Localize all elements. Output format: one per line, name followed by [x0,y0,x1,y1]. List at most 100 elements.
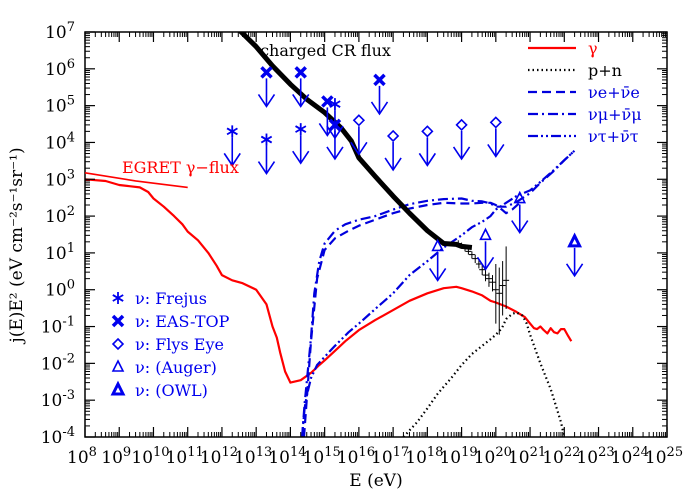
tick-base: 10 [508,448,530,468]
limit-point-1 [370,73,389,116]
plot-content [85,32,584,437]
limit-point-2 [487,116,505,158]
limit-point-1 [257,66,276,108]
tick-base: 10 [131,448,153,468]
axis-ticks [84,31,668,438]
tick-exponent: 13 [256,445,273,460]
data-cross [496,267,503,335]
limit-arrow-head [326,146,344,161]
data-cross [465,248,472,255]
legend-limit-label-2: ν: Flys Eye [135,335,224,354]
limit-arrow-head [257,161,276,175]
limit-arrow-head [418,152,437,167]
limit-point-0 [257,133,276,175]
marker-stroke [226,127,238,136]
limit-arrow-head [476,256,495,271]
x-tick-label: 1017 [371,445,409,468]
tick-exponent: 22 [564,445,581,460]
legend-marker-4 [110,380,126,396]
marker-shape [513,190,527,204]
marker-shape [352,114,366,127]
tick-exponent: -4 [62,425,75,440]
egret-line [84,171,188,189]
tick-exponent: -3 [62,388,75,403]
annotation-0: charged CR flux [260,41,391,60]
series-line-5 [237,32,473,250]
tick-base: 10 [166,448,188,468]
tick-exponent: -1 [62,315,75,330]
tick-base: 10 [45,23,67,43]
tick-exponent: 8 [89,445,97,460]
data-cross [492,263,499,324]
data-cross [499,261,506,316]
tick-exponent: 12 [221,445,238,460]
x-axis-title: E (eV) [349,471,402,491]
tick-base: 10 [101,448,123,468]
limit-arrow-head [292,93,310,108]
limit-arrow-head [452,146,471,161]
tick-base: 10 [45,281,67,301]
marker-shape [479,227,492,241]
tick-exponent: 6 [67,57,75,72]
tick-exponent: 14 [290,445,307,460]
x-tick-label: 108 [67,445,97,468]
tick-exponent: 11 [187,445,204,460]
x-tick-label: 1019 [439,445,477,468]
data-cross [462,244,469,252]
limit-point-3 [428,238,447,282]
tick-base: 10 [542,448,564,468]
tick-exponent: 15 [324,445,341,460]
marker-shape [489,116,502,129]
tick-exponent: 1 [67,241,75,256]
limit-arrow-head [487,143,505,158]
y-tick-label: 106 [45,57,75,80]
x-tick-label: 1023 [576,445,614,468]
limit-arrow-head [428,267,447,282]
annotation-1: EGRET γ−flux [122,158,239,177]
tick-base: 10 [439,448,461,468]
tick-exponent: 17 [393,445,410,460]
limit-point-2 [350,114,368,156]
legend-marker-3 [111,359,125,372]
legend-marker-2 [111,337,125,351]
series-line-0 [85,178,573,384]
marker-shape [567,232,583,248]
data-cross [485,272,492,287]
y-tick-label: 107 [45,20,75,43]
tick-exponent: 2 [67,204,75,219]
limit-point-3 [511,190,529,234]
tick-base: 10 [371,448,393,468]
tick-base: 10 [45,244,67,264]
x-tick-label: 1022 [542,445,580,468]
x-tick-label: 1013 [234,445,272,468]
tick-base: 10 [303,448,325,468]
legend-label-3: νμ+ν̄μ [588,105,642,124]
tick-base: 10 [45,207,67,227]
legend-limit-label-1: ν: EAS-TOP [135,312,230,331]
x-tick-label: 1021 [508,445,546,468]
legend-limit-label-4: ν: (OWL) [135,381,208,400]
limit-point-3 [476,227,495,271]
data-cross [458,242,465,249]
tick-exponent: 18 [427,445,444,460]
y-tick-label: 103 [45,167,75,190]
limit-point-2 [418,125,437,167]
data-cross [489,275,496,292]
legend-marker-0 [112,292,124,304]
y-tick-label: 10-1 [41,315,75,338]
tick-exponent: 9 [123,445,131,460]
tick-base: 10 [45,60,67,80]
marker-shape [110,380,126,396]
y-tick-label: 105 [45,94,75,117]
x-tick-label: 1014 [268,445,306,468]
data-cross [468,251,475,259]
tick-base: 10 [67,448,89,468]
marker-stroke [321,95,334,108]
x-tick-label: 1015 [303,445,341,468]
tick-base: 10 [45,133,67,153]
tick-exponent: 7 [67,20,75,35]
marker-shape [421,125,434,138]
